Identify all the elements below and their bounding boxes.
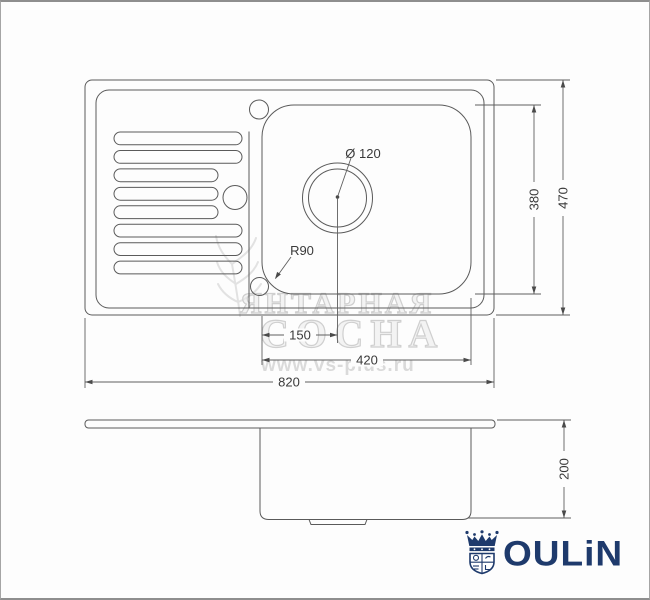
dimension-bowl-depth: 380 — [475, 104, 542, 295]
dimension-drain-offset: 150 — [261, 316, 338, 365]
bowl-profile — [259, 428, 472, 520]
drainboard-ribs — [113, 131, 243, 275]
overall-width-label: 820 — [278, 375, 300, 390]
watermark-pine-tree-sketch — [215, 235, 262, 317]
corner-radius-label: R90 — [290, 243, 314, 258]
sink-rim-outline — [95, 89, 485, 309]
dimension-overall-depth: 470 — [496, 79, 571, 316]
corner-radius-callout: R90 — [275, 243, 314, 279]
sink-outer-outline — [84, 79, 495, 316]
drain-offset-label: 150 — [289, 328, 311, 343]
rim-profile — [84, 419, 496, 429]
brand-logo: OULiN — [463, 528, 633, 578]
bowl-height-label: 200 — [557, 458, 572, 480]
drain-diameter-callout: Ø 120 — [337, 146, 381, 196]
crown-shield-icon — [465, 530, 499, 575]
faucet-hole-top — [249, 99, 269, 120]
top-view: Ø 120 R90 380 — [84, 79, 571, 390]
dimension-overall-width: 820 — [84, 318, 495, 390]
overall-depth-label: 470 — [556, 187, 571, 209]
bowl-outline — [261, 104, 472, 295]
bowl-depth-label: 380 — [527, 189, 542, 211]
dimension-bowl-width: 420 — [262, 298, 472, 368]
drain-diameter-label: Ø 120 — [345, 146, 380, 161]
faucet-hole-bottom — [250, 277, 269, 296]
bowl-width-label: 420 — [356, 353, 378, 368]
brand-name: OULiN — [503, 533, 624, 574]
faucet-hole-middle — [222, 185, 248, 210]
dimension-bowl-height: 200 — [468, 419, 572, 519]
side-view: 200 — [84, 419, 572, 525]
drain-stub-profile — [308, 519, 368, 525]
